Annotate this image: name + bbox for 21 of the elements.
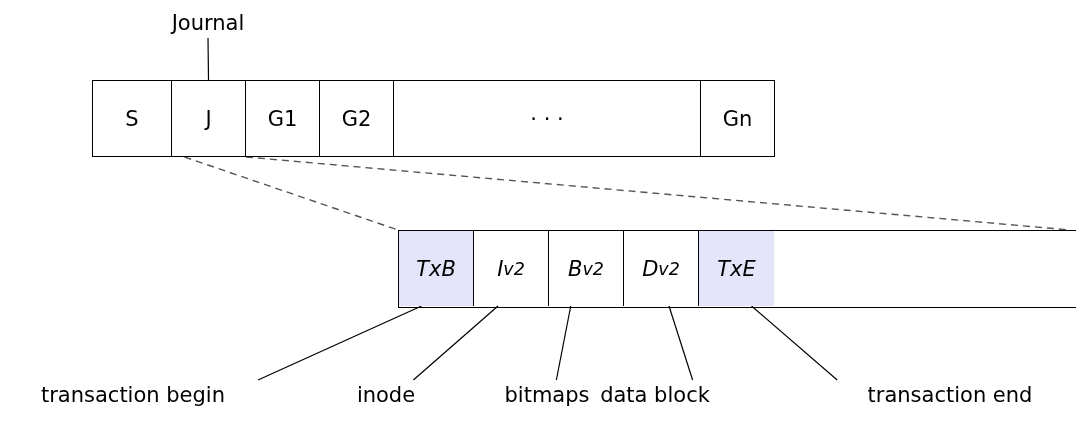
callout-label: inode [350, 380, 422, 410]
block-cell: G2 [319, 80, 394, 157]
block-cell: · · · [393, 80, 701, 157]
block-cell: Gn [700, 80, 775, 157]
leader-line [207, 37, 210, 81]
title-label: Journal [158, 8, 258, 38]
journal-band [398, 230, 1076, 308]
callout-label: transaction end [830, 380, 1070, 410]
callout-label: bitmaps [495, 380, 599, 410]
dashed-line [183, 156, 399, 231]
block-cell: G1 [245, 80, 320, 157]
leader-line [412, 305, 499, 381]
block-cell: S [92, 80, 172, 157]
leader-line [555, 305, 572, 381]
block-cell: TxB [399, 231, 474, 306]
block-cell: TxE [699, 231, 774, 306]
block-cell: J [171, 80, 246, 157]
leader-line [668, 305, 694, 381]
callout-label: transaction begin [8, 380, 258, 410]
callout-label: data block [598, 380, 712, 410]
leader-line [750, 305, 838, 381]
